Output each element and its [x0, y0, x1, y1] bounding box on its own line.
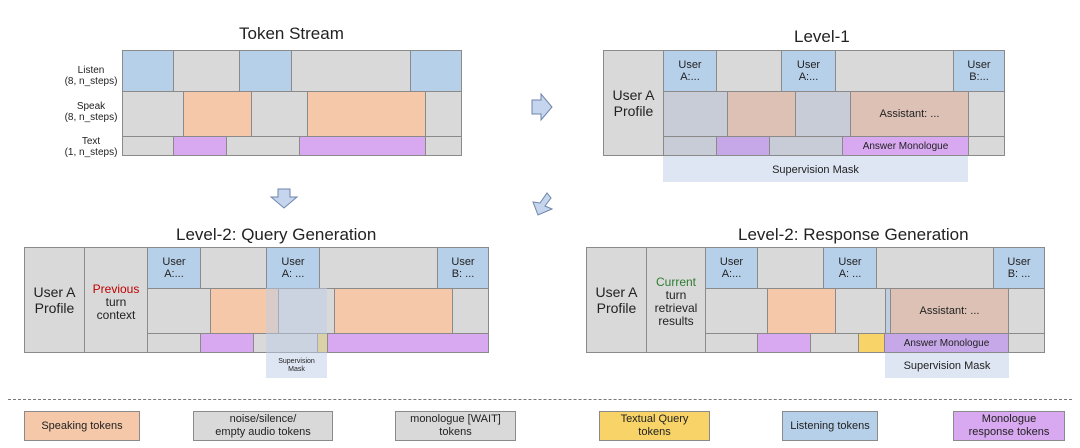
noise-cell [968, 91, 1005, 137]
query-user-b-label: User B: ... [451, 256, 475, 280]
listen-cell [663, 50, 717, 92]
listen-cell [410, 50, 462, 92]
response-assistant-label: Assistant: ... [919, 305, 980, 317]
level1-assistant-label: Assistant: ... [879, 108, 940, 120]
masked-cell [663, 91, 728, 137]
text-cell [757, 333, 811, 353]
listen-cell [823, 247, 877, 289]
noise-cell [716, 50, 782, 92]
masked-speak-cell [727, 91, 796, 137]
text-cell [173, 136, 227, 156]
wait-cell [226, 136, 300, 156]
assistant-cell [850, 91, 969, 137]
legend-speaking: Speaking tokens [24, 411, 140, 441]
level1-supervision-mask [663, 156, 968, 182]
noise-cell [425, 91, 462, 137]
legend-noise: noise/silence/ empty audio tokens [193, 411, 333, 441]
text-cell [200, 333, 254, 353]
token-stream-title: Token Stream [239, 24, 344, 43]
noise-cell [200, 247, 267, 289]
wait-cell [810, 333, 859, 353]
level1-answer-monologue-label: Answer Monologue [862, 141, 949, 152]
wait-cell [425, 136, 462, 156]
wait-cell [147, 333, 201, 353]
speak-cell [767, 288, 836, 334]
previous-label: Previous [92, 282, 140, 296]
text-cell [299, 136, 426, 156]
noise-cell [452, 288, 489, 334]
level1-user-b-label: User B:... [967, 59, 991, 83]
level2-query-context: Previous turn context [84, 247, 148, 353]
text-cell [327, 333, 489, 353]
query-supervision-mask [266, 288, 327, 378]
level1-profile: User A Profile [603, 50, 664, 156]
wait-cell [1008, 333, 1045, 353]
turn-context-label: turn context [96, 295, 136, 322]
level1-title: Level-1 [794, 27, 850, 46]
level2-response-profile: User A Profile [586, 247, 647, 353]
speak-cell [183, 91, 252, 137]
response-supervision-mask [885, 353, 1009, 378]
masked-cell [769, 136, 843, 156]
legend-query: Textual Query tokens [599, 411, 710, 441]
current-label: Current [655, 275, 696, 289]
wait-cell [705, 333, 758, 353]
legend-divider [8, 399, 1072, 400]
row-label-listen: Listen (8, n_steps) [64, 65, 118, 87]
listen-cell [781, 50, 836, 92]
listen-cell [239, 50, 292, 92]
masked-cell [663, 136, 717, 156]
response-user-a-label: User A:... [719, 256, 744, 280]
query-user-a2-label: User A: ... [281, 256, 305, 280]
query-supervision-mask-label: Supervision Mask [278, 358, 315, 373]
response-supervision-mask-label: Supervision Mask [903, 360, 991, 372]
speak-cell [307, 91, 426, 137]
response-user-a2-label: User A: ... [838, 256, 862, 280]
noise-cell [291, 50, 411, 92]
legend-wait: monologue [WAIT] tokens [395, 411, 516, 441]
response-answer-monologue-label: Answer Monologue [903, 338, 990, 349]
query-token-cell [858, 333, 885, 353]
noise-cell [835, 288, 886, 334]
level1-user-a-label: User A:... [678, 59, 702, 83]
row-label-speak: Speak (8, n_steps) [64, 101, 118, 123]
legend-monologue: Monologue response tokens [953, 411, 1065, 441]
wait-cell [122, 136, 174, 156]
wait-cell [968, 136, 1005, 156]
speak-cell [334, 288, 453, 334]
response-user-b-label: User B: ... [1007, 256, 1031, 280]
listen-cell [437, 247, 489, 289]
text-cell [716, 136, 770, 156]
arrow-diagonal-icon [532, 192, 554, 216]
listen-cell [705, 247, 758, 289]
noise-cell [835, 50, 954, 92]
noise-cell [173, 50, 240, 92]
noise-cell [1008, 288, 1045, 334]
turn-retrieval-label: turn retrieval results [654, 288, 698, 328]
level2-response-title: Level-2: Response Generation [738, 225, 969, 244]
level2-query-title: Level-2: Query Generation [176, 225, 377, 244]
level2-query-profile: User A Profile [24, 247, 85, 353]
noise-cell [319, 247, 438, 289]
noise-cell [876, 247, 994, 289]
noise-cell [705, 288, 768, 334]
listen-cell [122, 50, 174, 92]
masked-cell [795, 91, 851, 137]
row-label-text: Text (1, n_steps) [64, 136, 118, 158]
legend-listening: Listening tokens [782, 411, 878, 441]
noise-cell [251, 91, 308, 137]
listen-cell [993, 247, 1045, 289]
level2-response-context: Current turn retrieval results [646, 247, 706, 353]
noise-cell [147, 288, 211, 334]
listen-cell [953, 50, 1005, 92]
level1-user-a2-label: User A:... [796, 59, 821, 83]
noise-cell [122, 91, 184, 137]
noise-cell [757, 247, 824, 289]
query-user-a-label: User A:... [162, 256, 186, 280]
level1-supervision-mask-label: Supervision Mask [772, 164, 859, 176]
arrow-down-icon [270, 188, 299, 209]
arrow-right-icon [531, 92, 553, 122]
